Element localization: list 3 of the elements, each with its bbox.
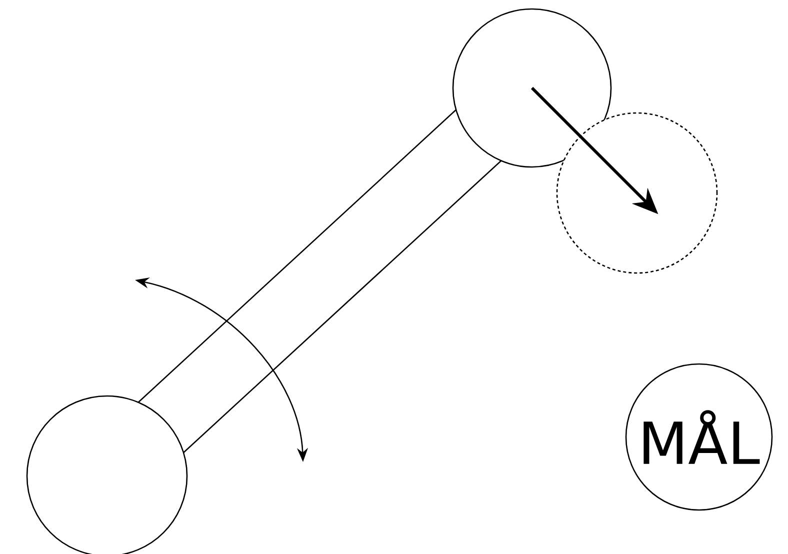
joint-circle bbox=[452, 8, 612, 168]
rod bbox=[138, 109, 502, 454]
dashed-circle bbox=[556, 112, 718, 274]
